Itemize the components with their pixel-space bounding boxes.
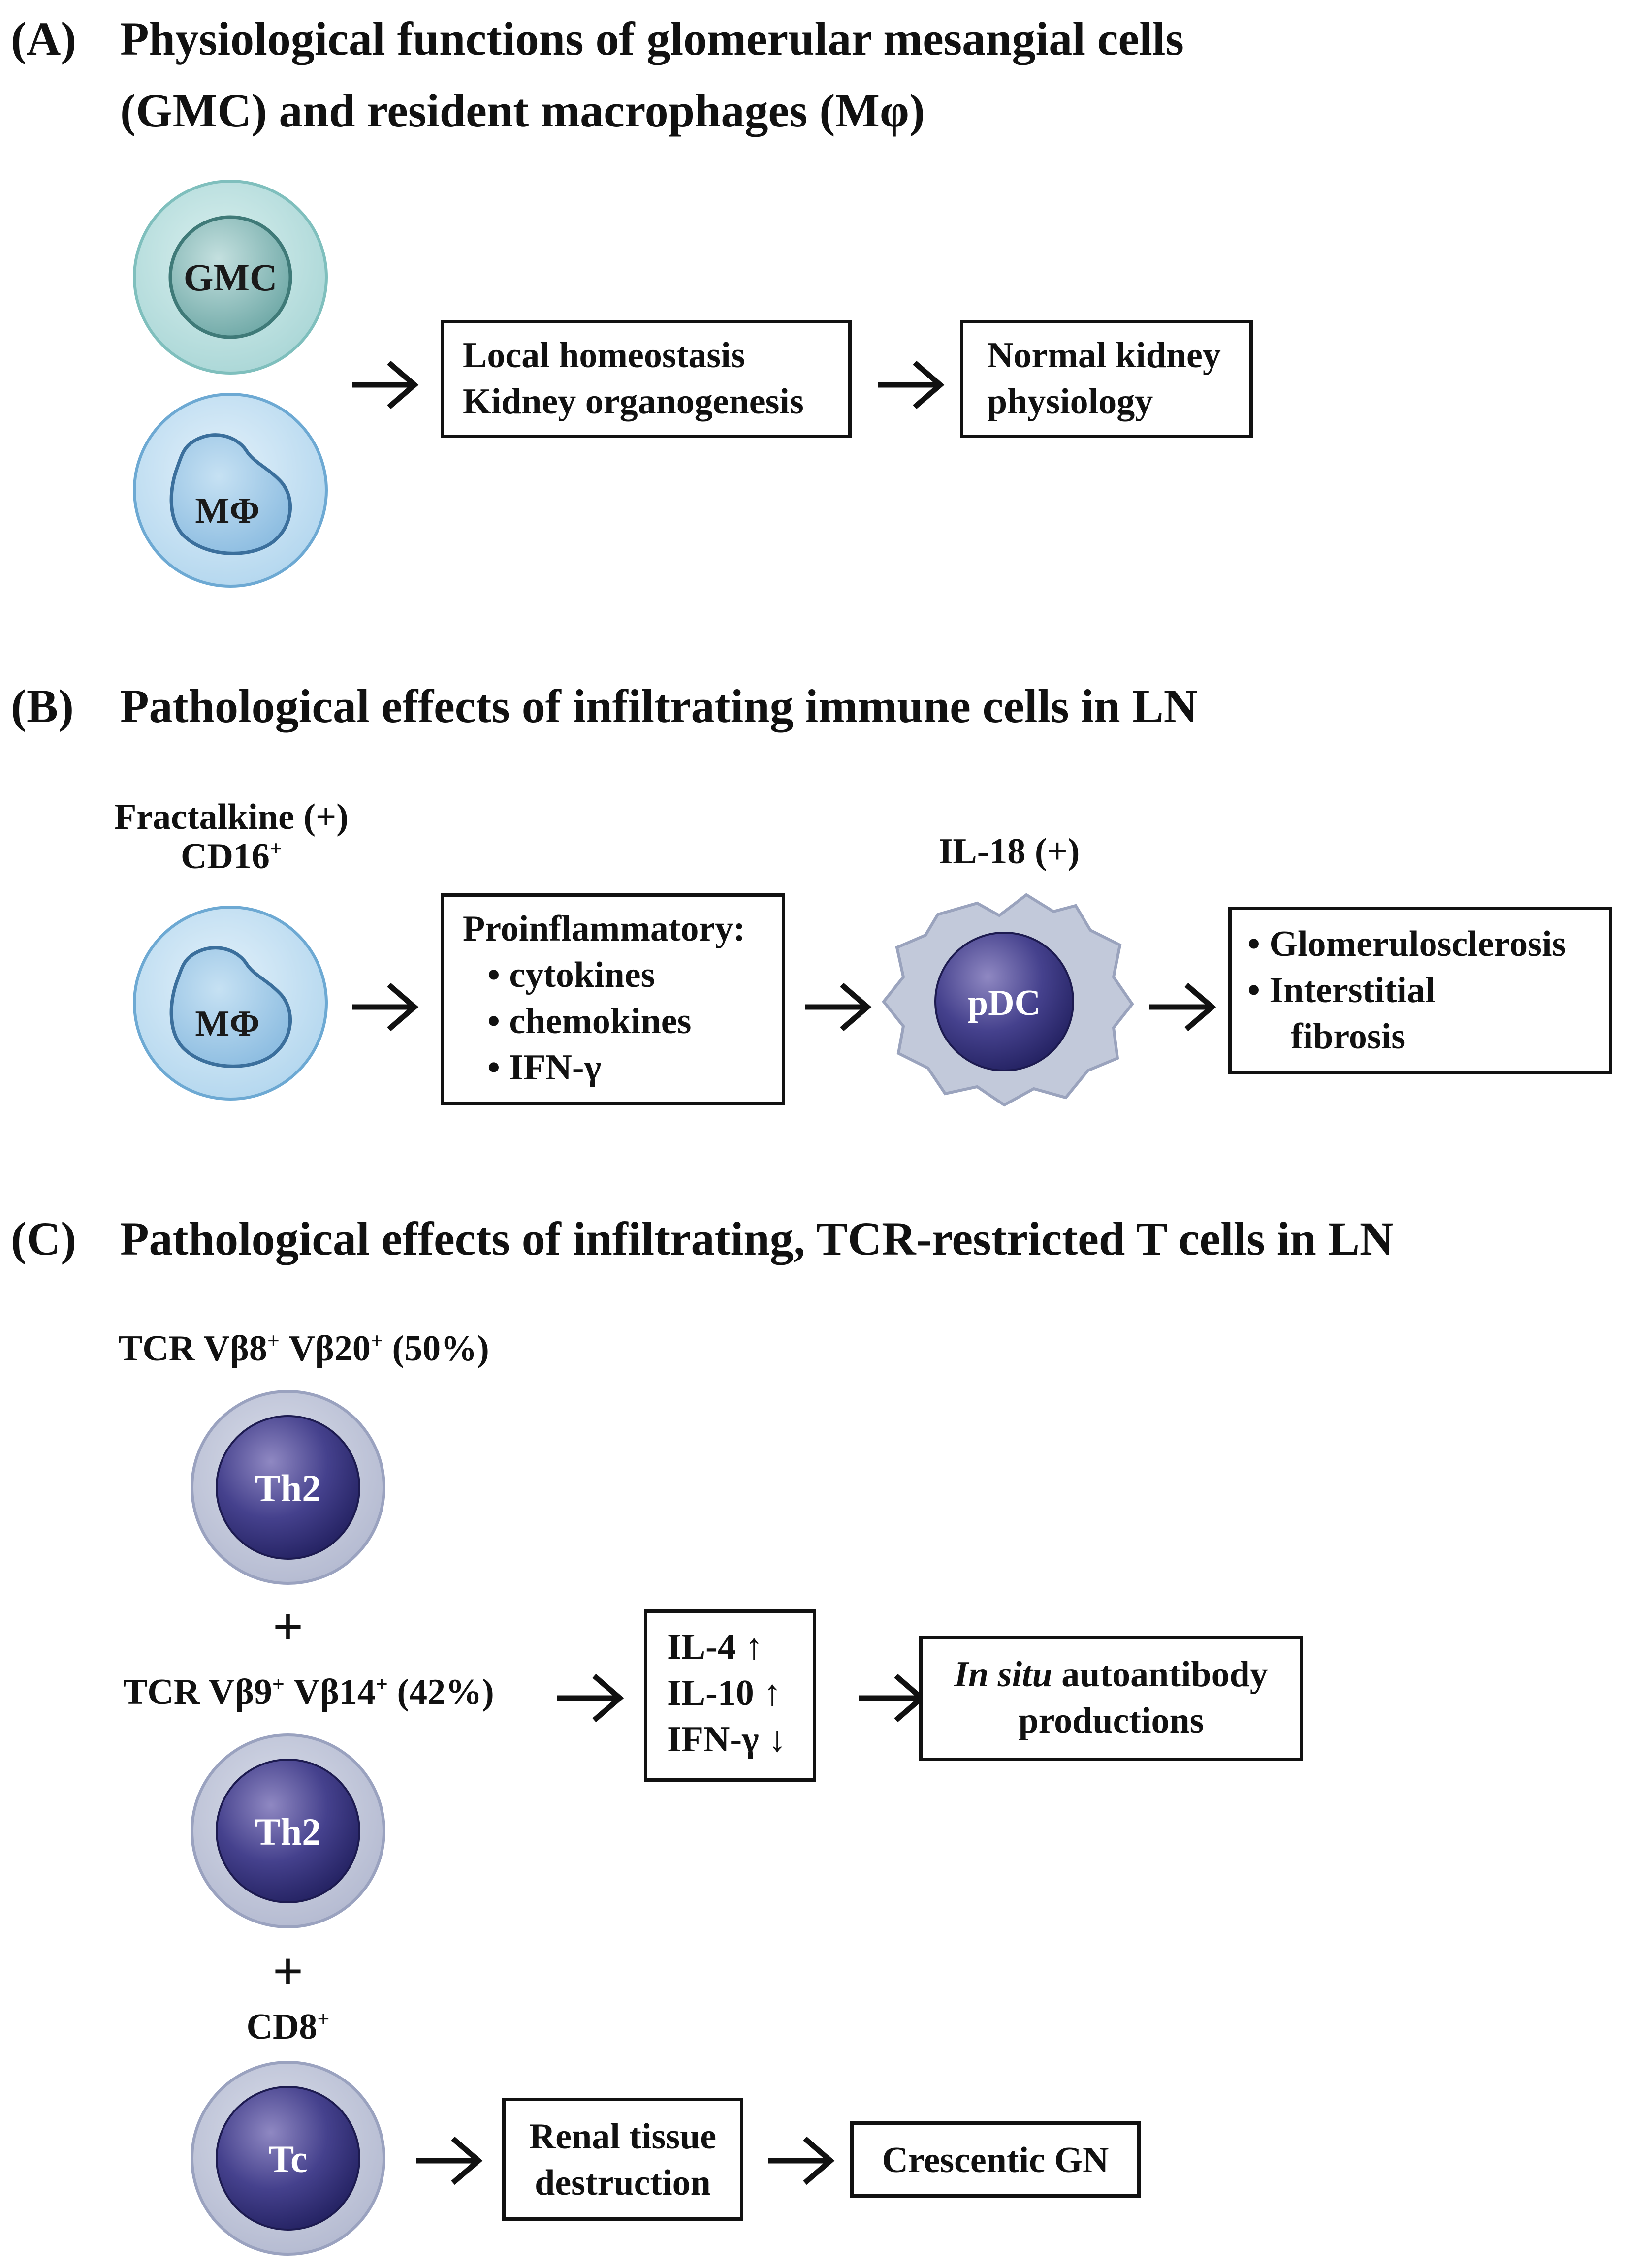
arrow-icon	[859, 1673, 926, 1723]
pdc-cell: pDC	[882, 893, 1134, 1107]
tcr-vb9-sup1: +	[272, 1672, 285, 1697]
macrophage-nucleus-a	[169, 433, 292, 555]
tc-cell: Tc	[191, 2061, 385, 2256]
il18-text: IL-18 (+)	[938, 831, 1080, 872]
plus-text-1: +	[272, 1597, 304, 1657]
crescentic-text: Crescentic GN	[882, 2140, 1109, 2180]
tc-label: Tc	[268, 2138, 308, 2180]
proinflammatory-box: Proinflammatory: cytokines chemokines IF…	[441, 893, 785, 1105]
arrow-icon	[805, 982, 872, 1032]
gmc-label: GMC	[184, 256, 278, 299]
mphi-label-b: MΦ	[195, 1004, 259, 1044]
panel-c-title-text: Pathological effects of infiltrating, TC…	[120, 1212, 1394, 1265]
homeostasis-box: Local homeostasis Kidney organogenesis	[441, 320, 852, 438]
panel-a-letter: (A)	[11, 12, 77, 65]
arrow-icon	[416, 2136, 483, 2185]
tcr-vb9-part2: Vβ14	[284, 1672, 376, 1712]
panel-b-letter: (B)	[11, 680, 74, 732]
plus-sign-2: +	[258, 1944, 318, 1998]
homeostasis-line1: Local homeostasis	[463, 335, 745, 376]
cd8-text: CD8	[246, 2007, 318, 2047]
tcr-vb8-part3: (50%)	[383, 1328, 489, 1369]
interstitial-item: Interstitial	[1247, 967, 1609, 1013]
arrow-icon	[768, 2136, 835, 2185]
cytokine-change-box: IL-4 ↑ IL-10 ↑ IFN-γ ↓	[644, 1609, 816, 1782]
ifn-gamma-down-item: IFN-γ ↓	[667, 1719, 787, 1760]
ifn-gamma-item: IFN-γ	[463, 1044, 782, 1091]
cd16-sup: +	[269, 836, 282, 861]
renal-line2: destruction	[535, 2163, 711, 2203]
crescentic-gn-box: Crescentic GN	[850, 2121, 1141, 2198]
cd8-label: CD8+	[231, 2007, 345, 2047]
normal-kidney-line1: Normal kidney	[987, 335, 1221, 376]
panel-b-title-text: Pathological effects of infiltrating imm…	[120, 680, 1198, 732]
th2-label-2: Th2	[255, 1810, 321, 1853]
panel-a-title-line2: (GMC) and resident macrophages (Mφ)	[120, 84, 925, 137]
arrow-icon	[1149, 982, 1216, 1032]
panel-b-arrows	[352, 982, 1216, 1032]
arrow-icon	[878, 360, 945, 410]
panel-c-arrows	[416, 1673, 926, 2185]
plus-sign-1: +	[258, 1600, 318, 1654]
tcr-vb8-part2: Vβ20	[279, 1328, 371, 1369]
tcr-vb8-part1: TCR Vβ8	[118, 1328, 267, 1369]
in-situ-text: In situ	[954, 1654, 1052, 1695]
homeostasis-line2: Kidney organogenesis	[463, 381, 804, 422]
mphi-label-a: MΦ	[195, 491, 259, 531]
cd8-sup: +	[317, 2007, 330, 2031]
fractalkine-text: Fractalkine (+)	[114, 797, 349, 837]
tcr-vb8-label: TCR Vβ8+ Vβ20+ (50%)	[118, 1329, 489, 1368]
macrophage-cell-a: MΦ	[133, 393, 328, 588]
arrow-icon	[557, 1673, 624, 1723]
panel-a-arrows	[352, 360, 945, 410]
macrophage-cell-b: MΦ	[133, 906, 328, 1101]
cytokines-item: cytokines	[463, 952, 782, 998]
renal-line1: Renal tissue	[529, 2116, 717, 2157]
proinflammatory-head: Proinflammatory:	[463, 909, 746, 949]
gmc-cell: GMC	[133, 180, 328, 375]
tcr-vb8-sup1: +	[267, 1328, 280, 1353]
tcr-vb9-part3: (42%)	[387, 1672, 494, 1712]
fractalkine-label: Fractalkine (+) CD16+	[89, 797, 374, 876]
th2-cell-1: Th2	[191, 1390, 385, 1585]
il10-item: IL-10 ↑	[667, 1673, 782, 1713]
tcr-vb9-label: TCR Vβ9+ Vβ14+ (42%)	[123, 1672, 494, 1712]
tcr-vb9-part1: TCR Vβ9	[123, 1672, 272, 1712]
pdc-label: pDC	[968, 983, 1041, 1023]
arrow-icon	[352, 982, 419, 1032]
glomerulosclerosis-item: Glomerulosclerosis	[1247, 921, 1609, 967]
normal-kidney-box: Normal kidney physiology	[960, 320, 1253, 438]
chemokines-item: chemokines	[463, 998, 782, 1044]
renal-destruction-box: Renal tissue destruction	[502, 2098, 743, 2221]
normal-kidney-line2: physiology	[987, 381, 1153, 422]
productions-text: productions	[1018, 1701, 1204, 1741]
fibrosis-item: fibrosis	[1291, 1016, 1406, 1057]
tcr-vb9-sup2: +	[375, 1672, 388, 1697]
il4-item: IL-4 ↑	[667, 1627, 764, 1667]
macrophage-nucleus-b	[169, 946, 292, 1068]
th2-label-1: Th2	[255, 1467, 321, 1510]
tcr-vb8-sup2: +	[370, 1328, 383, 1353]
il18-label: IL-18 (+)	[881, 832, 1137, 871]
glomerulosclerosis-box: Glomerulosclerosis Interstitial fibrosis	[1228, 907, 1612, 1074]
arrow-icon	[352, 360, 419, 410]
plus-text-2: +	[272, 1941, 304, 2001]
cd16-text: CD16	[181, 836, 270, 877]
autoantibody-box: In situ autoantibody productions	[919, 1636, 1303, 1761]
th2-cell-2: Th2	[191, 1733, 385, 1928]
panel-c-letter: (C)	[11, 1212, 77, 1265]
panel-a-title-line1: Physiological functions of glomerular me…	[120, 12, 1184, 65]
autoantibody-text: autoantibody	[1052, 1654, 1268, 1695]
